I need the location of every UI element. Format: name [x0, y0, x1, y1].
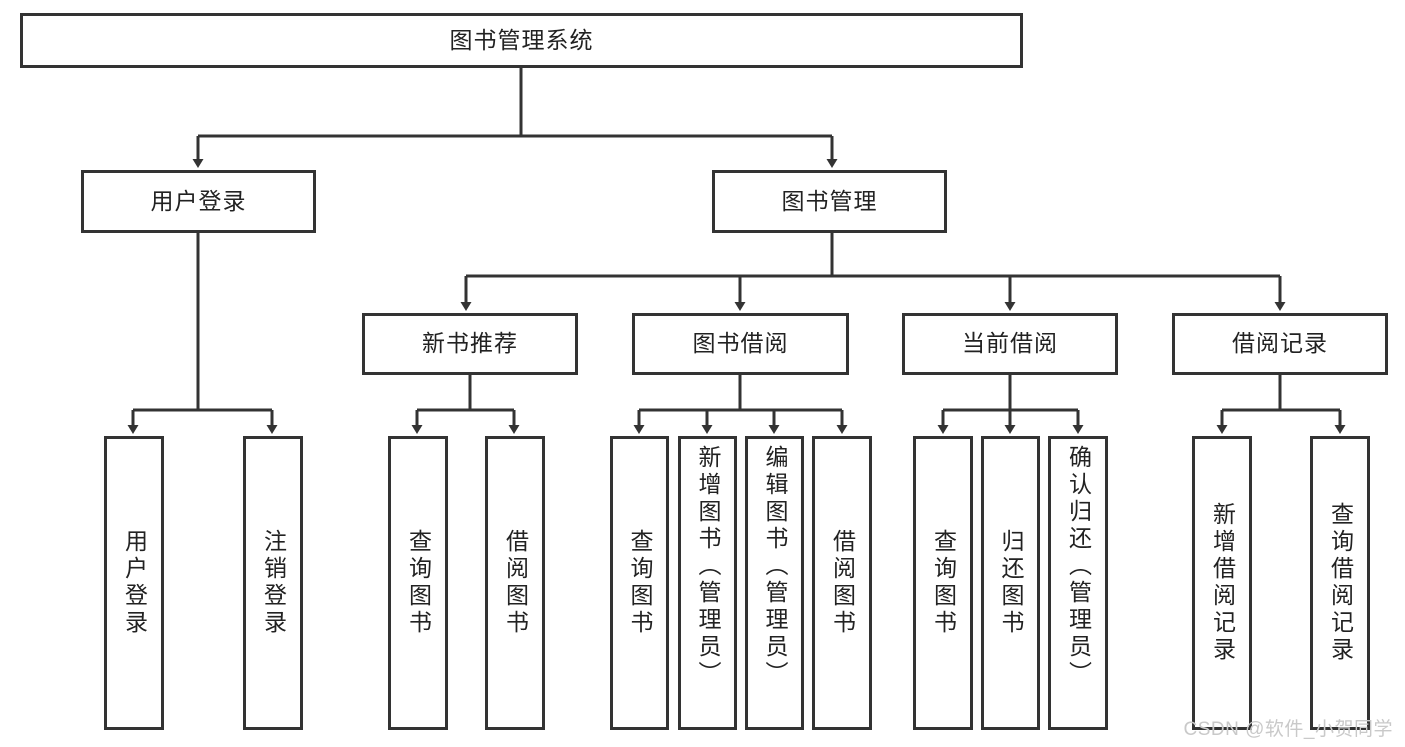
node-label: 新增借阅记录	[1209, 502, 1236, 664]
node-label: 用户登录	[121, 529, 148, 637]
leaf-user-login[interactable]: 用户登录	[104, 436, 164, 730]
leaf-edit-book-admin[interactable]: 编辑图书（管理员）	[745, 436, 804, 730]
leaf-borrow-book[interactable]: 借阅图书	[812, 436, 872, 730]
node-label: 图书管理系统	[449, 26, 594, 53]
leaf-query-book-current[interactable]: 查询图书	[913, 436, 973, 730]
node-borrow-record[interactable]: 借阅记录	[1172, 313, 1388, 375]
leaf-add-borrow-record[interactable]: 新增借阅记录	[1192, 436, 1252, 730]
node-label: 用户登录	[150, 187, 247, 214]
node-label: 确认归还（管理员）	[1065, 445, 1092, 688]
node-root-system[interactable]: 图书管理系统	[20, 13, 1023, 68]
node-label: 查询图书	[405, 529, 432, 637]
node-label: 新书推荐	[422, 330, 518, 357]
node-current-borrow[interactable]: 当前借阅	[902, 313, 1118, 375]
node-new-book-recommend[interactable]: 新书推荐	[362, 313, 578, 375]
node-user-login[interactable]: 用户登录	[81, 170, 316, 233]
leaf-return-book[interactable]: 归还图书	[981, 436, 1040, 730]
node-label: 归还图书	[998, 529, 1024, 637]
node-label: 图书借阅	[692, 330, 789, 357]
leaf-query-book-borrow[interactable]: 查询图书	[610, 436, 669, 730]
node-label: 新增图书（管理员）	[695, 445, 721, 688]
node-book-management[interactable]: 图书管理	[712, 170, 947, 233]
node-label: 注销登录	[260, 529, 287, 637]
node-label: 查询图书	[627, 529, 653, 637]
leaf-borrow-book-recommend[interactable]: 借阅图书	[485, 436, 545, 730]
leaf-query-borrow-record[interactable]: 查询借阅记录	[1310, 436, 1370, 730]
node-label: 当前借阅	[962, 330, 1058, 357]
node-book-borrow[interactable]: 图书借阅	[632, 313, 849, 375]
node-label: 编辑图书（管理员）	[762, 445, 788, 688]
watermark: CSDN @软件_小贺同学	[1183, 719, 1393, 740]
leaf-query-book-recommend[interactable]: 查询图书	[388, 436, 448, 730]
node-label: 借阅图书	[502, 529, 529, 637]
leaf-add-book-admin[interactable]: 新增图书（管理员）	[678, 436, 737, 730]
node-label: 查询借阅记录	[1327, 502, 1354, 664]
node-label: 查询图书	[930, 529, 957, 637]
node-label: 借阅记录	[1232, 330, 1328, 357]
leaf-logout[interactable]: 注销登录	[243, 436, 303, 730]
leaf-confirm-return-admin[interactable]: 确认归还（管理员）	[1048, 436, 1108, 730]
node-label: 图书管理	[781, 187, 878, 214]
node-label: 借阅图书	[829, 529, 856, 637]
